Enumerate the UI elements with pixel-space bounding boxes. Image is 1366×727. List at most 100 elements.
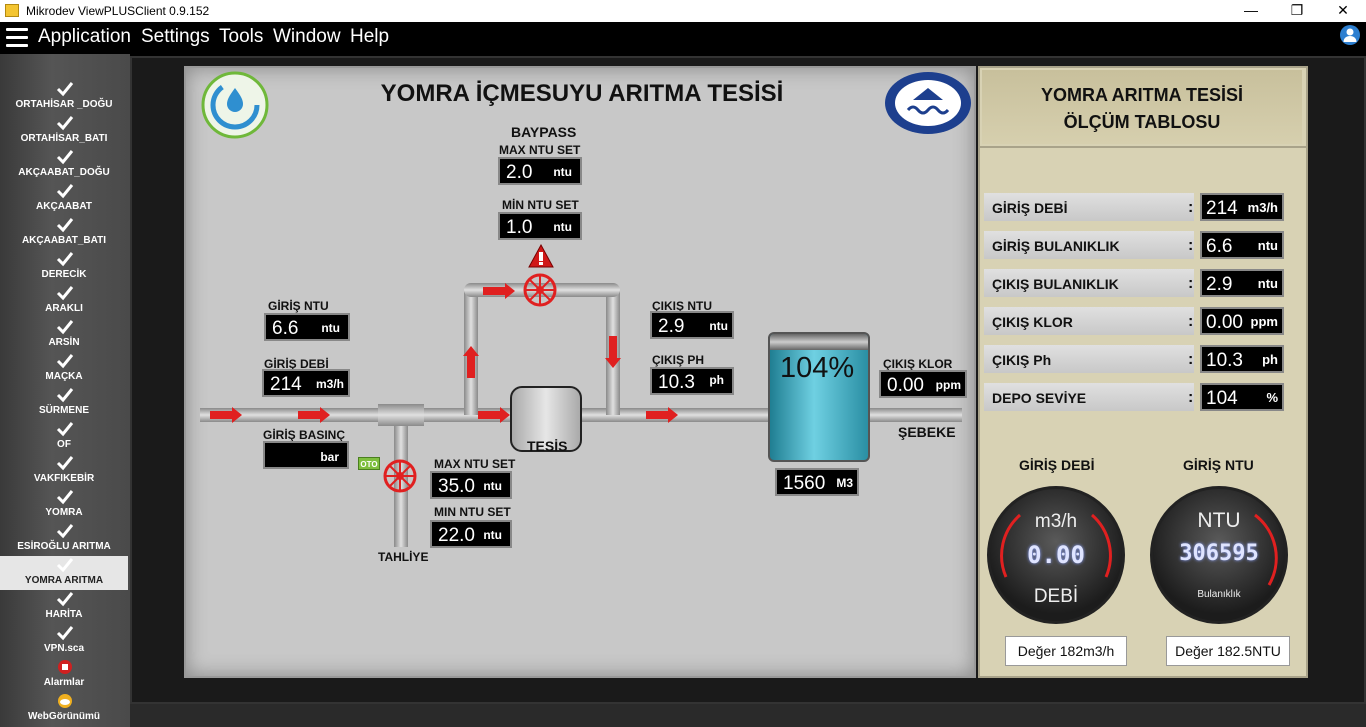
window-title: Mikrodev ViewPLUSClient 0.9.152: [26, 4, 210, 18]
sidebar: [0, 54, 130, 727]
sidebar-item-0[interactable]: ORTAHİSAR _DOĞU: [0, 80, 128, 114]
measurement-label: GİRİŞ BULANIKLIK: [984, 231, 1194, 259]
measurement-label: ÇIKIŞ BULANIKLIK: [984, 269, 1194, 297]
debi-gauge: m3/h 0.00 DEBİ: [987, 486, 1125, 624]
gauge-debi-title: GİRİŞ DEBİ: [1019, 457, 1095, 473]
check-icon: [56, 591, 74, 607]
giris-debi-label: GİRİŞ DEBİ: [264, 357, 329, 371]
cikis-ph-label: ÇIKIŞ PH: [652, 353, 705, 367]
close-button[interactable]: ✕: [1337, 2, 1349, 18]
sidebar-item-label: YOMRA ARITMA: [24, 575, 104, 586]
measurement-label: ÇIKIŞ KLOR: [984, 307, 1194, 335]
hamburger-menu-icon[interactable]: [6, 28, 28, 48]
sidebar-item-label: SÜRMENE: [38, 405, 89, 416]
tahliye-label: TAHLİYE: [378, 550, 429, 564]
sidebar-item-17[interactable]: Alarmlar: [0, 658, 128, 692]
app-icon: [5, 4, 19, 17]
sidebar-item-label: ARSİN: [48, 337, 80, 348]
check-icon: [56, 625, 74, 641]
divider: [980, 146, 1306, 148]
cikis-ntu-label: ÇIKIŞ NTU: [652, 299, 712, 313]
check-icon: [56, 217, 74, 233]
warning-icon: [528, 243, 554, 268]
sidebar-item-2[interactable]: AKÇAABAT_DOĞU: [0, 148, 128, 182]
sidebar-item-label: VPN.sca: [43, 643, 85, 654]
sidebar-item-label: WebGörünümü: [27, 711, 101, 722]
sidebar-item-7[interactable]: ARSİN: [0, 318, 128, 352]
sidebar-item-15[interactable]: HARİTA: [0, 590, 128, 624]
user-icon[interactable]: [1340, 25, 1360, 45]
sidebar-item-label: OF: [57, 439, 71, 450]
giris-basinc-label: GİRİŞ BASINÇ: [263, 428, 346, 442]
minimize-button[interactable]: —: [1244, 2, 1258, 18]
tesis-label: TESİS: [527, 438, 568, 454]
menu-application[interactable]: Application: [38, 26, 131, 47]
left-logo: [193, 70, 277, 140]
sidebar-item-label: AKÇAABAT: [36, 201, 92, 212]
check-icon: [56, 285, 74, 301]
debi-value-box: Değer 182m3/h: [1005, 636, 1127, 666]
tahliye-min-ntu-label: MIN NTU SET: [434, 505, 511, 519]
min-ntu-set-label: MİN NTU SET: [502, 198, 579, 212]
main-pipe-left: [200, 408, 512, 422]
drain-valve-icon[interactable]: [382, 458, 418, 494]
sidebar-item-label: Alarmlar: [43, 677, 85, 688]
menu-tools[interactable]: Tools: [219, 26, 264, 47]
sidebar-item-12[interactable]: YOMRA: [0, 488, 128, 522]
sidebar-item-8[interactable]: MAÇKA: [0, 352, 128, 386]
sidebar-item-13[interactable]: ESİROĞLU ARITMA: [0, 522, 128, 556]
measurement-colon: :: [1188, 237, 1194, 254]
menu-bar: Application Settings Tools Window Help: [0, 22, 1366, 54]
sidebar-item-6[interactable]: ARAKLI: [0, 284, 128, 318]
sidebar-item-5[interactable]: DERECİK: [0, 250, 128, 284]
sidebar-item-1[interactable]: ORTAHİSAR_BATI: [0, 114, 128, 148]
sebeke-label: ŞEBEKE: [898, 424, 956, 440]
measurement-label: DEPO SEVİYE: [984, 383, 1194, 411]
measurement-colon: :: [1188, 199, 1194, 216]
sidebar-item-18[interactable]: WebGörünümü: [0, 692, 128, 726]
sidebar-item-11[interactable]: VAKFIKEBİR: [0, 454, 128, 488]
ntu-value-box: Değer 182.5NTU: [1166, 636, 1290, 666]
menu-window[interactable]: Window: [273, 26, 341, 47]
sidebar-item-14[interactable]: YOMRA ARITMA: [0, 556, 128, 590]
sidebar-item-16[interactable]: VPN.sca: [0, 624, 128, 658]
check-icon: [56, 183, 74, 199]
sidebar-item-label: ORTAHİSAR _DOĞU: [15, 99, 113, 110]
check-icon: [56, 421, 74, 437]
cikis-klor-label: ÇIKIŞ KLOR: [883, 357, 953, 371]
sidebar-item-4[interactable]: AKÇAABAT_BATI: [0, 216, 128, 250]
gauge-ntu-title: GİRİŞ NTU: [1183, 457, 1254, 473]
restore-button[interactable]: ❐: [1290, 2, 1304, 18]
sidebar-item-label: ARAKLI: [45, 303, 83, 314]
measurement-colon: :: [1188, 313, 1194, 330]
menu-settings[interactable]: Settings: [141, 26, 210, 47]
bypass-valve-icon[interactable]: [522, 272, 558, 308]
measurement-label: ÇIKIŞ Ph: [984, 345, 1194, 373]
sidebar-item-9[interactable]: SÜRMENE: [0, 386, 128, 420]
tahliye-max-ntu-label: MAX NTU SET: [434, 457, 516, 471]
sidebar-item-label: MAÇKA: [45, 371, 83, 382]
sidebar-item-3[interactable]: AKÇAABAT: [0, 182, 128, 216]
check-icon: [56, 149, 74, 165]
measurement-colon: :: [1188, 351, 1194, 368]
menu-help[interactable]: Help: [350, 26, 390, 47]
check-icon: [56, 455, 74, 471]
measurement-colon: :: [1188, 389, 1194, 406]
check-icon: [56, 81, 74, 97]
water-tank: [768, 332, 870, 462]
measurement-colon: :: [1188, 275, 1194, 292]
check-icon: [56, 489, 74, 505]
sidebar-item-10[interactable]: OF: [0, 420, 128, 454]
